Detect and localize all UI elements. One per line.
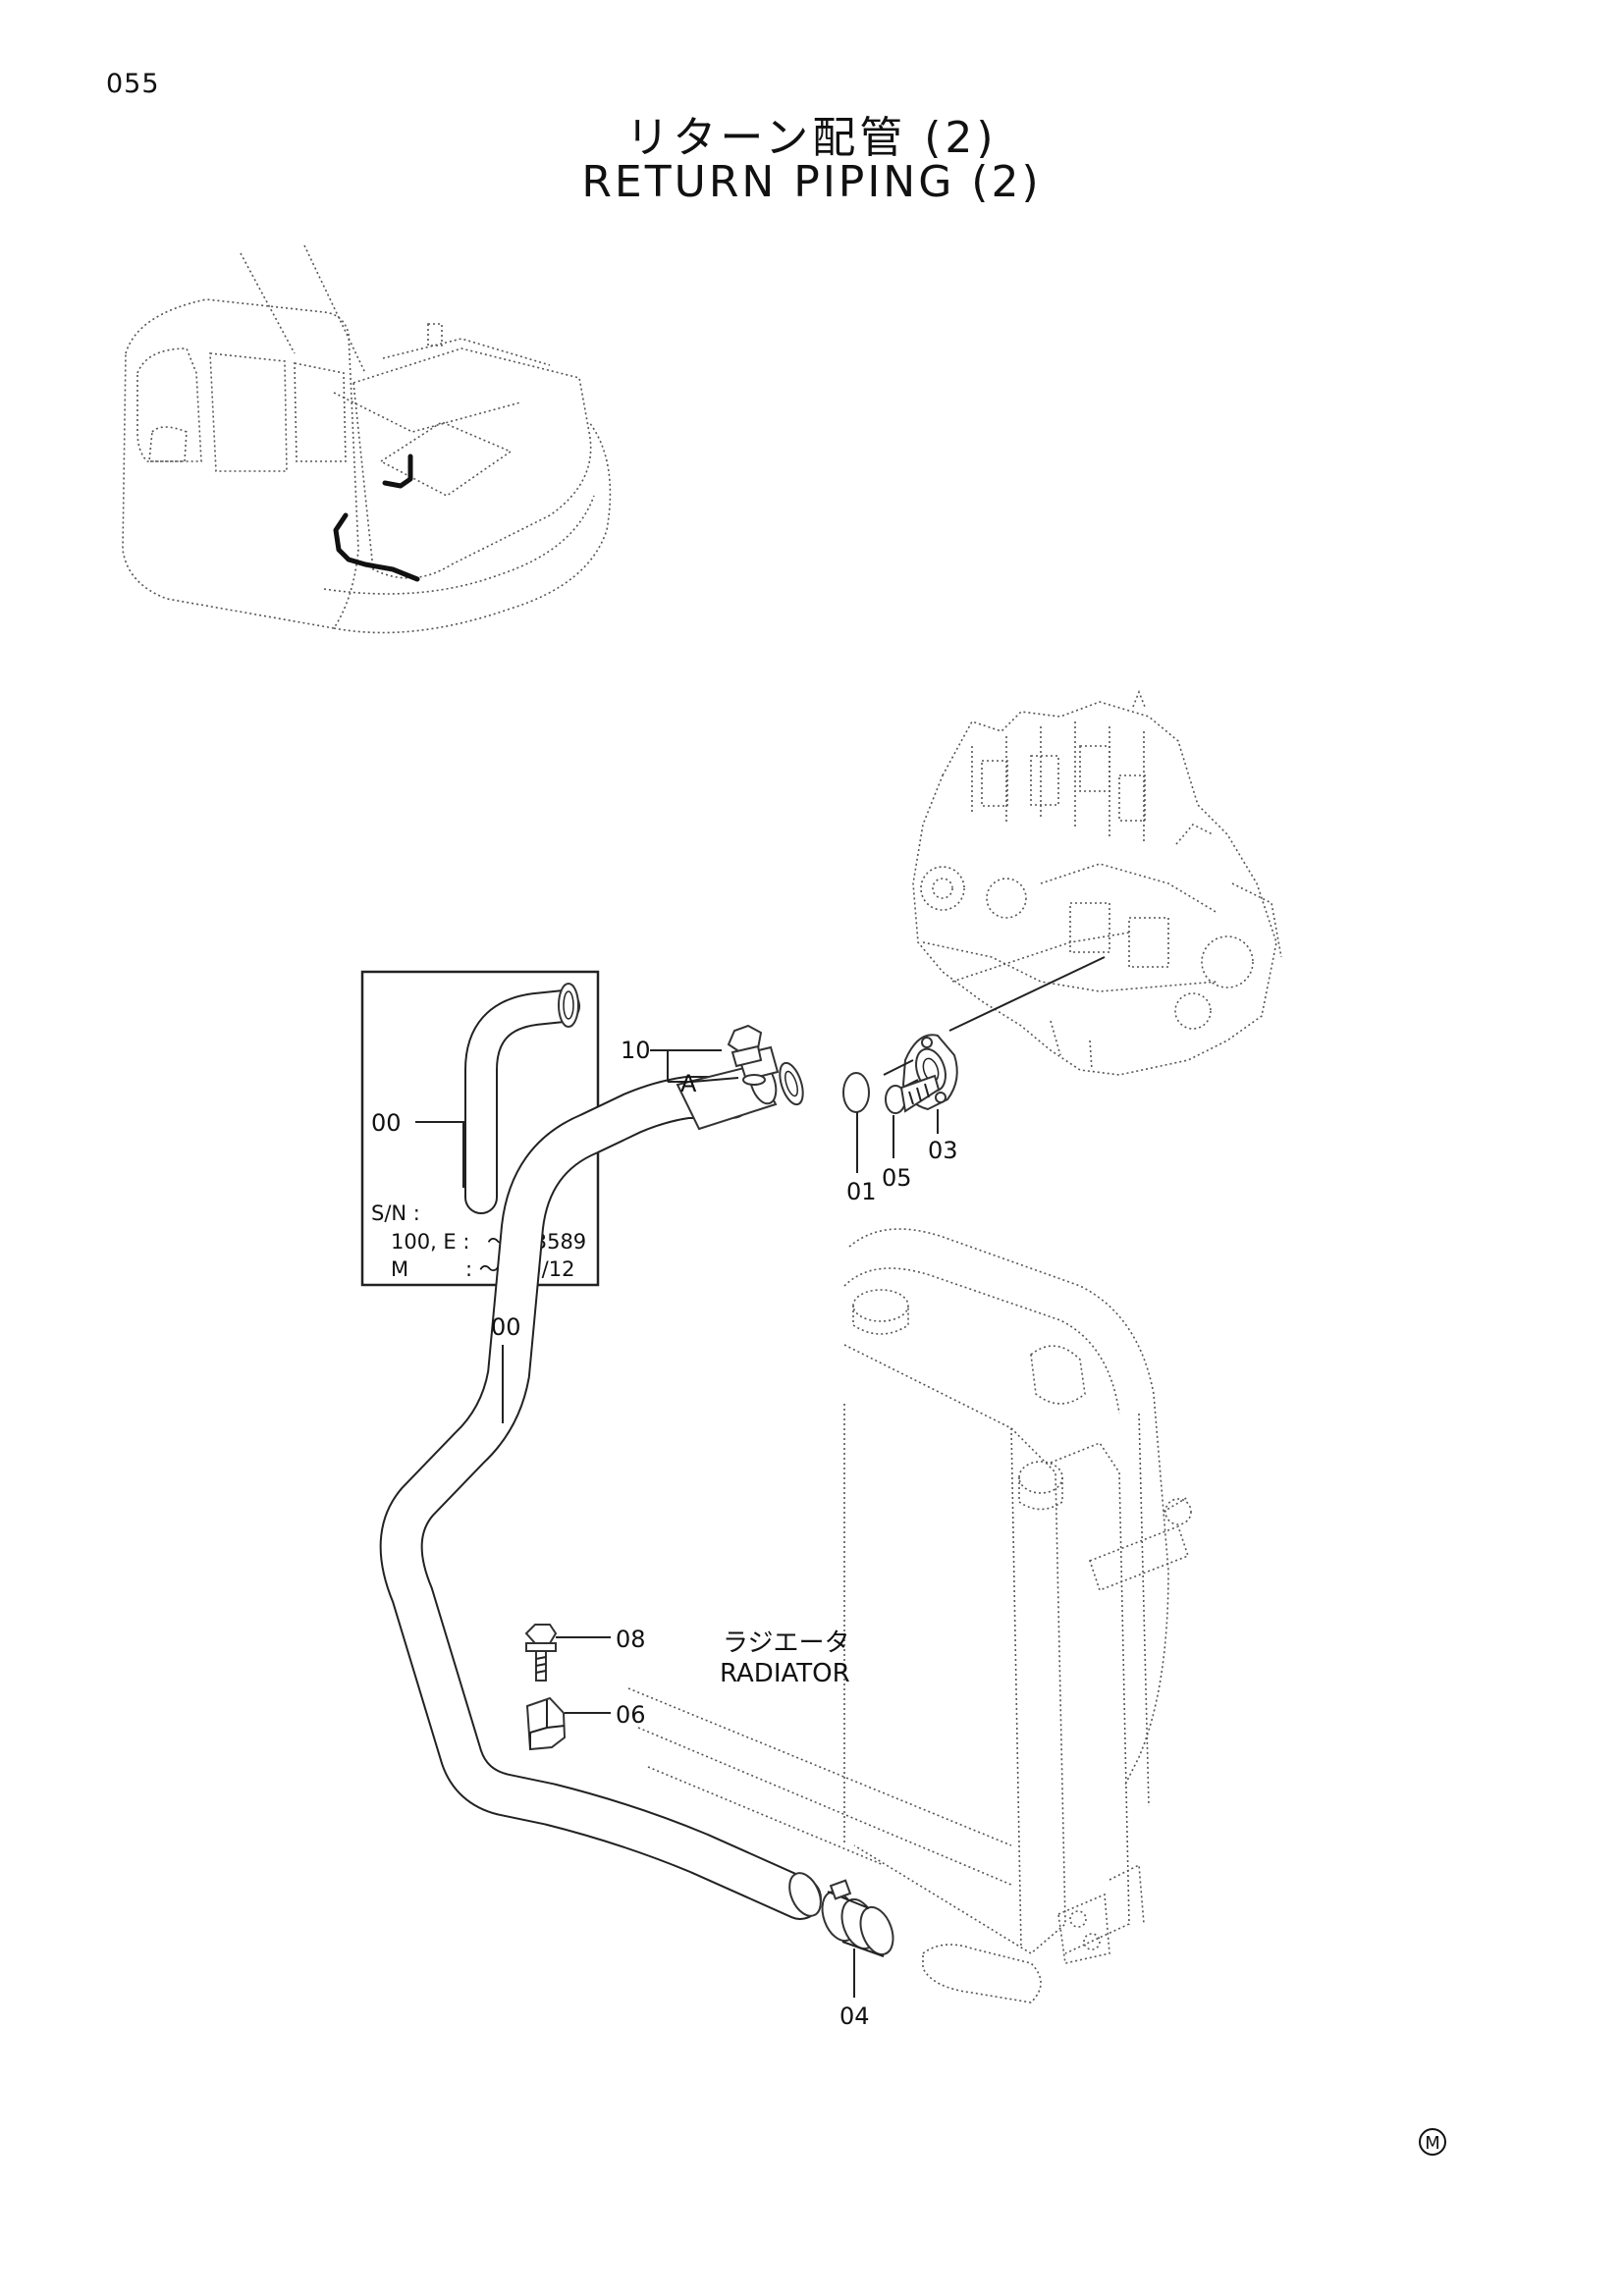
model-mark-letter: M	[1425, 2133, 1440, 2154]
radiator-label-english: RADIATOR	[720, 1659, 850, 1688]
radiator-drawing: ラジエータ RADIATOR	[627, 1228, 1192, 2003]
control-valve-drawing	[912, 689, 1282, 1076]
bolt-05	[885, 1074, 941, 1114]
excavator-overview-drawing	[122, 244, 612, 634]
inset-part-label: 00	[371, 1109, 402, 1137]
callout-08: 08	[616, 1626, 646, 1653]
title-japanese: リターン配管 (2)	[625, 113, 998, 163]
callout-03: 03	[928, 1137, 958, 1164]
callout-04: 04	[839, 2002, 870, 2030]
page-number: 055	[106, 69, 160, 99]
clip-06	[525, 1696, 567, 1751]
callout-06: 06	[616, 1701, 646, 1729]
plug-10	[727, 1024, 766, 1086]
model-mark: M	[1419, 2128, 1446, 2156]
bolt-08	[524, 1624, 558, 1682]
callout-05: 05	[882, 1164, 912, 1192]
leader-lines	[502, 1049, 939, 1998]
inset-sn-label: S/N :	[371, 1201, 420, 1225]
callout-00: 00	[491, 1313, 521, 1341]
title-english: RETURN PIPING (2)	[581, 157, 1042, 207]
callout-a: A	[680, 1070, 697, 1097]
inset-sn-model-2: M	[391, 1257, 408, 1281]
radiator-label-japanese: ラジエータ	[723, 1629, 849, 1658]
o-ring-01	[842, 1072, 870, 1113]
callout-10: 10	[621, 1037, 651, 1064]
inset-sn-model-1: 100, E :	[391, 1230, 469, 1254]
serial-number-inset: 00 S/N : 100, E : ～003589 M : ～D99/12	[360, 970, 600, 1287]
return-pipe-00	[379, 1045, 822, 1920]
callout-01: 01	[846, 1178, 877, 1205]
hose-clamp-04	[821, 1879, 894, 1957]
